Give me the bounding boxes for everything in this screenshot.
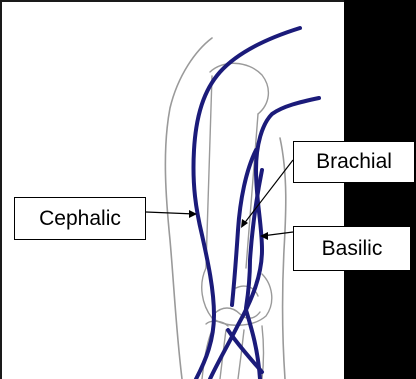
humerus-shaft-left [206,76,212,268]
radial-head [206,321,228,326]
veins [193,28,319,379]
brachial-label: Brachial [293,141,415,183]
cephalic-vein [193,28,300,379]
trochlea [214,308,260,318]
cephalic-leader [146,212,195,214]
arm-outline-left [165,38,212,379]
forearm-vein-branch [246,310,260,379]
ulna-left [238,330,244,379]
cephalic-label-text: Cephalic [39,207,121,231]
cephalic-label: Cephalic [14,197,146,240]
basilic-label-text: Basilic [322,237,383,261]
arm-outline-right [280,138,286,379]
basilic-label: Basilic [293,226,411,271]
brachial-label-text: Brachial [316,150,392,174]
